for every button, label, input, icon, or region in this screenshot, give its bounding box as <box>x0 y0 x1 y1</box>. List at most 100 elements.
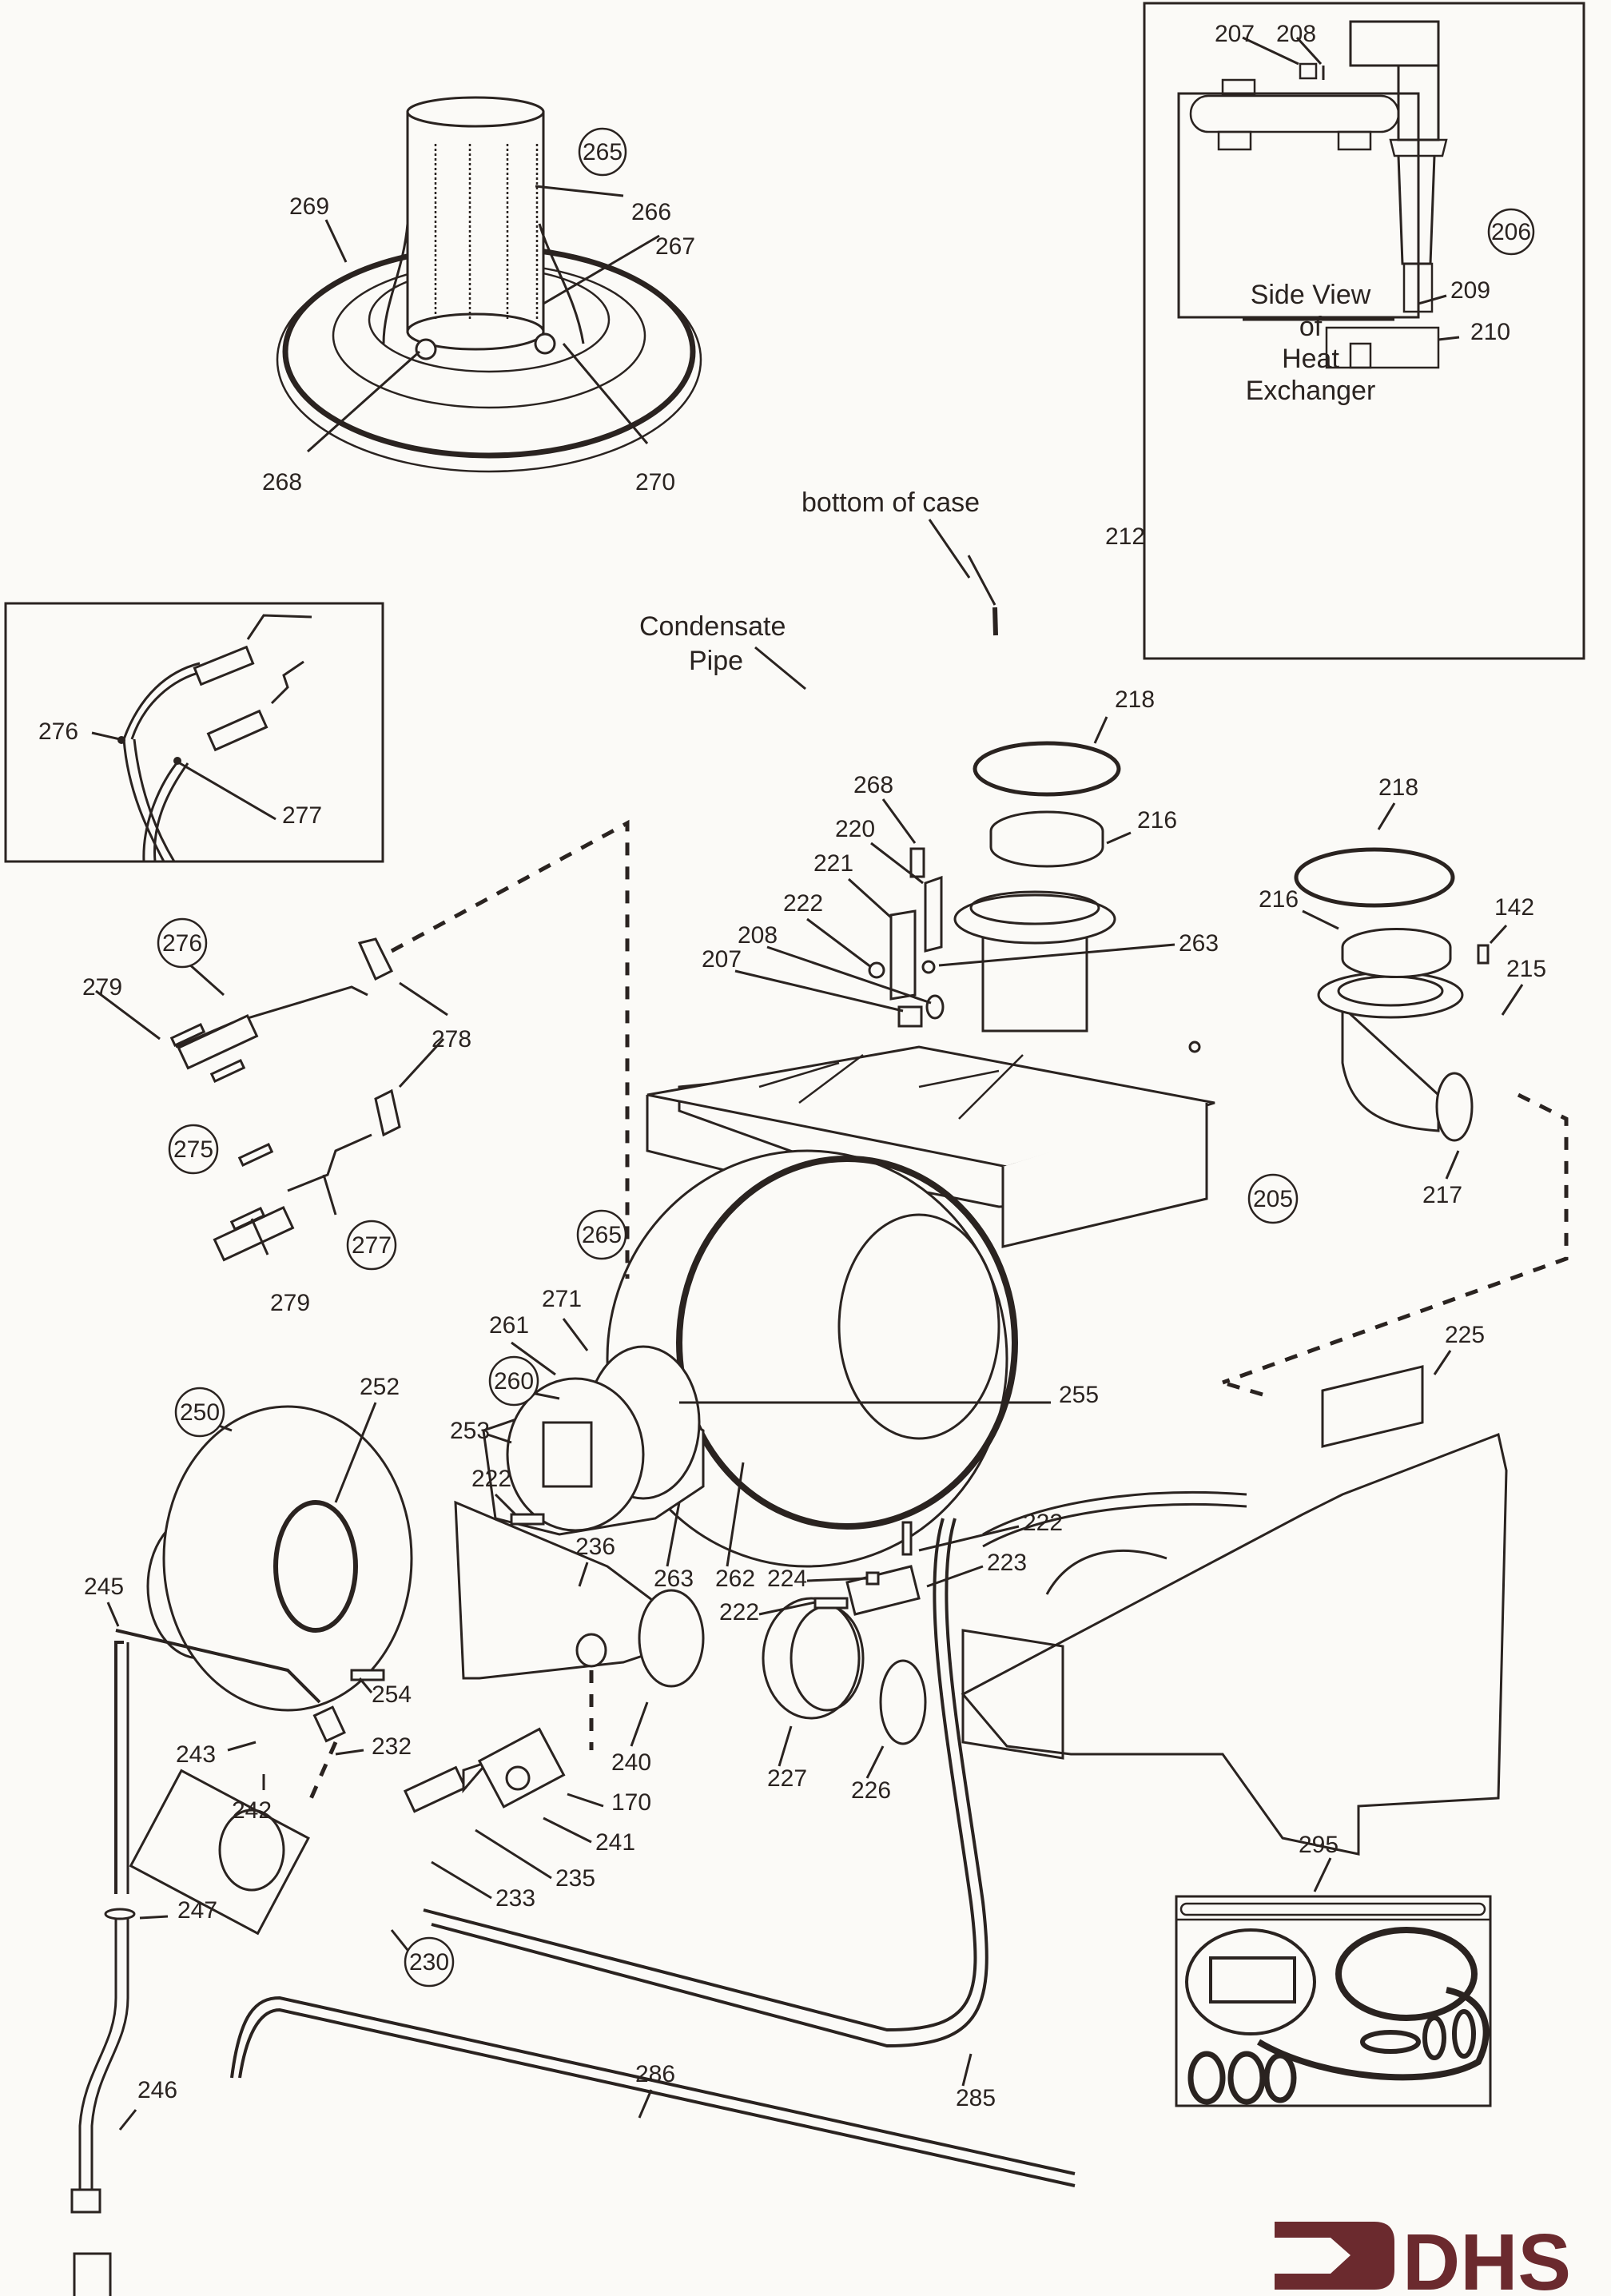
leader-line <box>1433 1350 1452 1375</box>
part-callout-215: 215 <box>1506 956 1546 982</box>
electrode-assembly <box>95 819 630 1279</box>
label-265-circle <box>578 127 627 177</box>
electrode-276-body <box>177 1014 259 1070</box>
foot-left <box>1217 130 1252 151</box>
heat-exchanger-assembly <box>606 741 1569 1568</box>
leader <box>1313 1857 1332 1892</box>
part-247-ring <box>104 1908 136 1920</box>
part-callout-226: 226 <box>851 1777 891 1804</box>
leader <box>1418 294 1447 305</box>
kit-gasket <box>1185 1928 1316 2035</box>
plate-hole <box>505 1765 531 1791</box>
leader <box>322 1174 337 1216</box>
part-callout-250: 250 <box>180 1399 220 1426</box>
leader-line <box>334 1402 377 1503</box>
assembly-callout-circle <box>1247 1173 1299 1224</box>
electrode-wire <box>382 223 409 344</box>
leader-line <box>118 2109 137 2131</box>
side-view-caption-line: of <box>1299 312 1323 342</box>
part-254-bolt <box>350 1669 385 1681</box>
part-callout-263: 263 <box>1179 930 1219 957</box>
side-view-caption-line: Exchanger <box>1246 376 1376 406</box>
leader <box>754 646 806 690</box>
part-208-washer <box>925 994 945 1020</box>
part-callout-205: 205 <box>1253 1186 1293 1212</box>
part-224-clip <box>865 1571 880 1586</box>
part-268-bolt <box>909 847 925 878</box>
part-225-air-duct <box>961 1432 1508 1856</box>
part-callout-222: 222 <box>471 1466 511 1492</box>
part-callout-216: 216 <box>1259 886 1299 913</box>
condensate-hose <box>982 1490 1247 1536</box>
part-callout-245: 245 <box>84 1574 124 1600</box>
bottom-of-case-label: bottom of case <box>802 487 980 518</box>
electrode-276-cable <box>122 738 165 862</box>
air-duct-assembly <box>230 1365 1508 2187</box>
part-245-gas-pipe <box>115 1629 321 1704</box>
leader <box>535 185 624 197</box>
leader-line <box>638 2089 653 2119</box>
label-206-circle <box>1487 208 1535 256</box>
leader-line <box>1377 802 1396 830</box>
fan-drum <box>837 1213 1000 1440</box>
heat-exchanger-body <box>1177 92 1420 319</box>
leader-line <box>227 1741 257 1752</box>
part-callout-242: 242 <box>232 1797 272 1824</box>
leader-line <box>1489 924 1508 945</box>
part-callout-276: 276 <box>162 930 202 957</box>
leader-line <box>494 1493 517 1516</box>
part-212-pin <box>992 607 998 636</box>
part-callout-254: 254 <box>372 1681 412 1708</box>
part-callout-218: 218 <box>1378 774 1418 801</box>
leader <box>967 555 996 606</box>
part-callout-225: 225 <box>1445 1322 1485 1348</box>
electrode-276-body <box>193 645 255 686</box>
leader-line <box>847 877 893 919</box>
leader <box>95 989 161 1041</box>
burner-tube-top <box>406 96 545 128</box>
leader-line <box>475 1828 552 1880</box>
part-callout-207: 207 <box>702 946 742 973</box>
valve-port <box>218 1809 285 1892</box>
part-218-ring-b <box>1294 847 1455 908</box>
fan-and-valve-assembly <box>70 1345 705 2296</box>
flue-collar <box>1349 20 1440 67</box>
leader-line <box>758 1601 816 1616</box>
kit-oring <box>1187 2051 1226 2105</box>
assembly-callout-circle <box>488 1355 539 1407</box>
leader-line <box>926 1565 984 1588</box>
leader-line <box>734 969 904 1013</box>
part-callout-279: 279 <box>82 974 122 1001</box>
kit-oring <box>1422 2015 1446 2060</box>
part-callout-285: 285 <box>956 2085 996 2111</box>
screw <box>209 1059 246 1083</box>
leader-line <box>1106 831 1132 845</box>
leader-line <box>106 1602 120 1627</box>
leader <box>250 1218 269 1255</box>
part-callout-261: 261 <box>489 1312 529 1339</box>
leader-line <box>1302 909 1339 930</box>
part-callout-262: 262 <box>715 1566 755 1592</box>
leader <box>562 343 649 444</box>
part-235-nozzle <box>462 1759 491 1794</box>
part-callout-232: 232 <box>372 1733 412 1760</box>
leader-line <box>139 1915 169 1920</box>
nut <box>1188 1041 1201 1053</box>
part-callout-271: 271 <box>542 1286 582 1312</box>
leader-line <box>562 1318 589 1351</box>
leader-line <box>543 1817 592 1844</box>
kit-oring-large <box>1335 1927 1478 2021</box>
link-dashed <box>1222 1092 1569 1385</box>
part-callout-222: 222 <box>783 890 823 917</box>
screw <box>229 1207 266 1231</box>
assembly-callout-circle <box>346 1220 397 1271</box>
label-277-inset: 277 <box>282 802 322 829</box>
leader <box>324 219 348 263</box>
kit-oring <box>1360 2030 1421 2054</box>
part-285-hose <box>423 1518 977 2032</box>
burner-door <box>506 1377 645 1532</box>
part-209-tube <box>1402 262 1434 313</box>
part-callout-235: 235 <box>555 1865 595 1892</box>
